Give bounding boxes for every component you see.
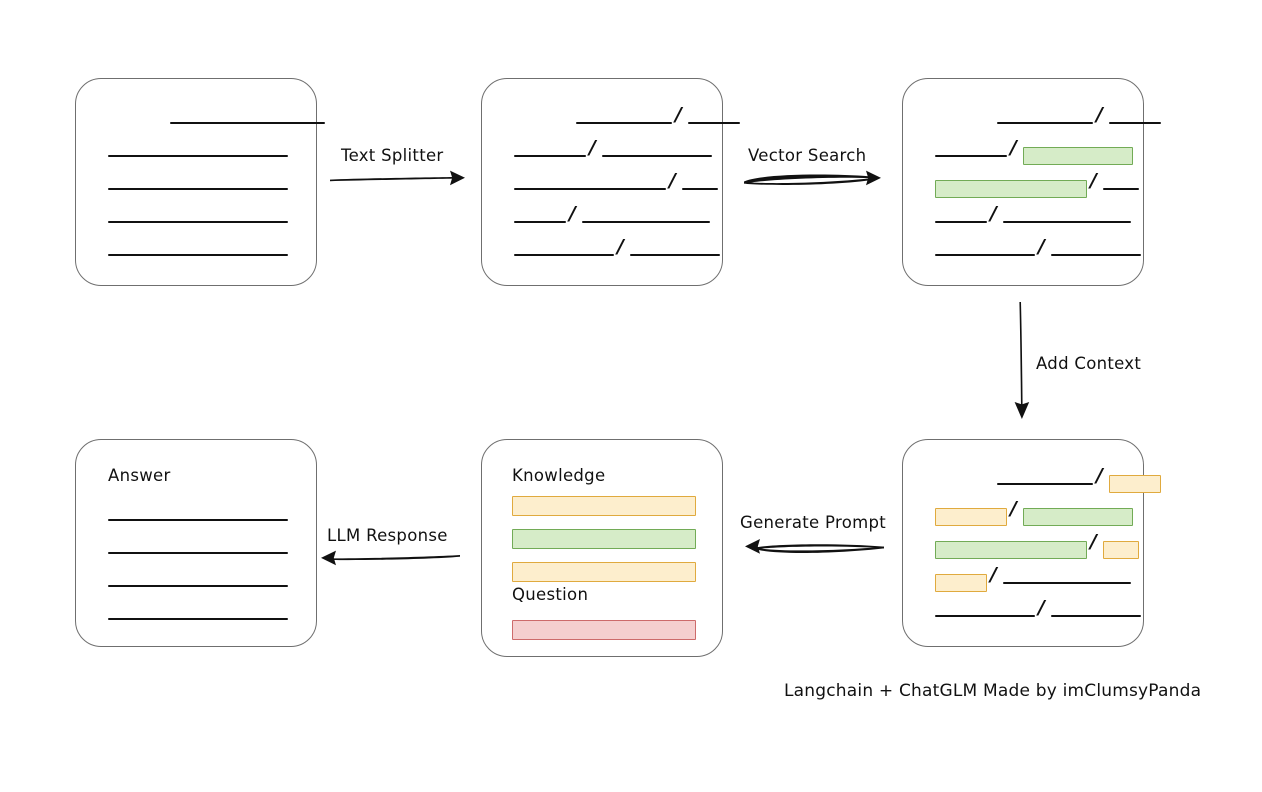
doc-line [108,585,288,587]
highlight-chip-green [1023,147,1133,165]
doc-line [108,221,288,223]
doc-line [108,155,288,157]
doc-line [108,618,288,620]
arrow-text-splitter [330,170,465,186]
node-source-document[interactable] [75,78,325,286]
doc-line [108,552,288,554]
highlight-chip-red [512,620,696,640]
highlight-chip-green [935,541,1087,559]
arrow-vector-search [744,170,881,186]
separator-slash: / [675,103,682,126]
highlight-chip-green [512,529,696,549]
separator-slash: / [1096,103,1103,126]
node-answer-title: Answer [108,466,171,485]
doc-line [935,254,1035,256]
node-prompt-title-knowledge: Knowledge [512,466,606,485]
separator-slash: / [1010,497,1017,520]
highlight-chip-yellow [935,574,987,592]
separator-slash: / [1096,464,1103,487]
highlight-chip-green [1023,508,1133,526]
arrow-add-context [1014,302,1030,419]
arrow-generate-prompt [745,539,884,554]
doc-line [514,221,566,223]
doc-line [935,155,1007,157]
edge-label-text-splitter: Text Splitter [341,146,444,165]
doc-line [1103,188,1139,190]
edge-label-generate-prompt: Generate Prompt [740,513,886,532]
doc-line [576,122,672,124]
separator-slash: / [669,169,676,192]
doc-line [514,254,614,256]
node-answer[interactable]: Answer [75,439,317,647]
footer-credit: Langchain + ChatGLM Made by imClumsyPand… [784,681,1202,701]
doc-line [582,221,710,223]
doc-line [935,615,1035,617]
edge-label-add-context: Add Context [1036,354,1142,373]
node-prompt[interactable]: Knowledge Question [481,439,723,657]
highlight-chip-yellow [1109,475,1161,493]
doc-line [682,188,718,190]
doc-line [997,483,1093,485]
edge-label-llm-response: LLM Response [327,526,448,545]
doc-line [514,188,666,190]
separator-slash: / [1038,235,1045,258]
doc-line [1051,615,1141,617]
separator-slash: / [617,235,624,258]
highlight-chip-yellow [1103,541,1139,559]
separator-slash: / [1090,530,1097,553]
separator-slash: / [990,563,997,586]
highlight-chip-yellow [935,508,1007,526]
node-split-chunks[interactable]: / / / / / [481,78,740,286]
highlight-chip-yellow [512,562,696,582]
doc-line [108,188,288,190]
doc-line [108,254,288,256]
separator-slash: / [990,202,997,225]
separator-slash: / [1038,596,1045,619]
doc-line [108,519,288,521]
highlight-chip-green [935,180,1087,198]
node-context-added[interactable]: / / / / / [902,439,1161,647]
node-prompt-title-question: Question [512,585,589,604]
doc-line [1003,221,1131,223]
doc-line [630,254,720,256]
doc-line [1003,582,1131,584]
arrow-llm-response [321,550,460,566]
doc-line [1109,122,1161,124]
edge-label-vector-search: Vector Search [748,146,867,165]
doc-line [997,122,1093,124]
doc-line [602,155,712,157]
node-vector-matches[interactable]: / / / / / [902,78,1161,286]
doc-line [170,122,325,124]
separator-slash: / [1090,169,1097,192]
separator-slash: / [589,136,596,159]
doc-line [1051,254,1141,256]
doc-line [688,122,740,124]
separator-slash: / [1010,136,1017,159]
highlight-chip-yellow [512,496,696,516]
separator-slash: / [569,202,576,225]
doc-line [935,221,987,223]
doc-line [514,155,586,157]
